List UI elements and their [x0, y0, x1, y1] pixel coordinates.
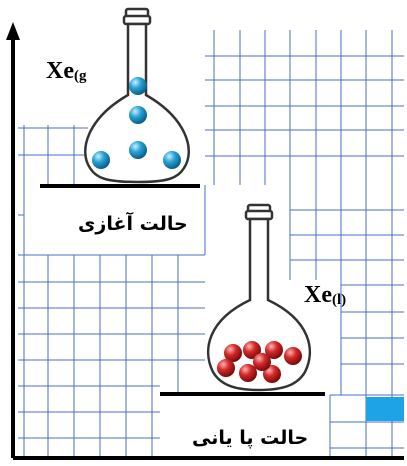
energy-axes — [6, 22, 404, 460]
liquid-atom — [217, 359, 235, 377]
xe-liquid-label: Xe(l) — [304, 282, 346, 313]
liquid-atom — [253, 353, 271, 371]
liquid-atom — [224, 344, 242, 362]
xe-liquid-symbol: Xe — [304, 282, 332, 308]
gas-atoms — [92, 77, 181, 169]
xe-gas-phase: (g — [73, 68, 87, 84]
liquid-atoms — [217, 341, 302, 383]
gas-atom — [163, 151, 181, 169]
liquid-atom — [239, 364, 257, 382]
liquid-atom — [265, 341, 283, 359]
edge-marker — [366, 397, 404, 421]
liquid-atom — [263, 365, 281, 383]
xe-liquid-phase: (l) — [331, 292, 347, 308]
gas-atom — [92, 151, 110, 169]
gas-atom — [129, 77, 147, 95]
gas-atom — [129, 106, 147, 124]
liquid-atom — [284, 347, 302, 365]
xe-gas-symbol: Xe — [46, 58, 74, 84]
initial-state-label: حالت آغازی — [78, 212, 188, 236]
xe-gas-label: Xe(g — [46, 58, 86, 89]
liquid-atom — [243, 341, 261, 359]
gas-atom — [129, 141, 147, 159]
flask-gas-icon — [84, 7, 190, 184]
final-state-label: حالت پا یانی — [192, 426, 309, 450]
